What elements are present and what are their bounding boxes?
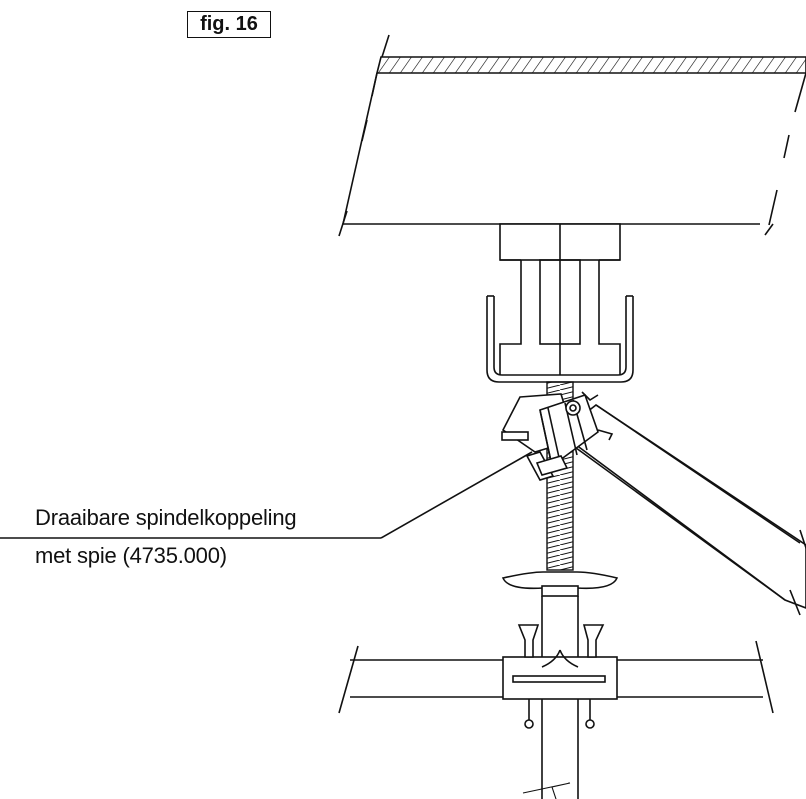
callout-label-line-2: met spie (4735.000) (35, 543, 227, 568)
horizontal-ledger (338, 640, 774, 714)
floor-slab (338, 34, 806, 237)
figure-label: fig. 16 (187, 11, 271, 38)
callout-label-line-1: Draaibare spindelkoppeling (35, 505, 297, 530)
timber-girder (499, 223, 621, 375)
leader-line (0, 451, 533, 539)
wing-nut (501, 571, 619, 597)
swivel-coupler (501, 391, 614, 481)
ledger-clamp (502, 624, 618, 729)
